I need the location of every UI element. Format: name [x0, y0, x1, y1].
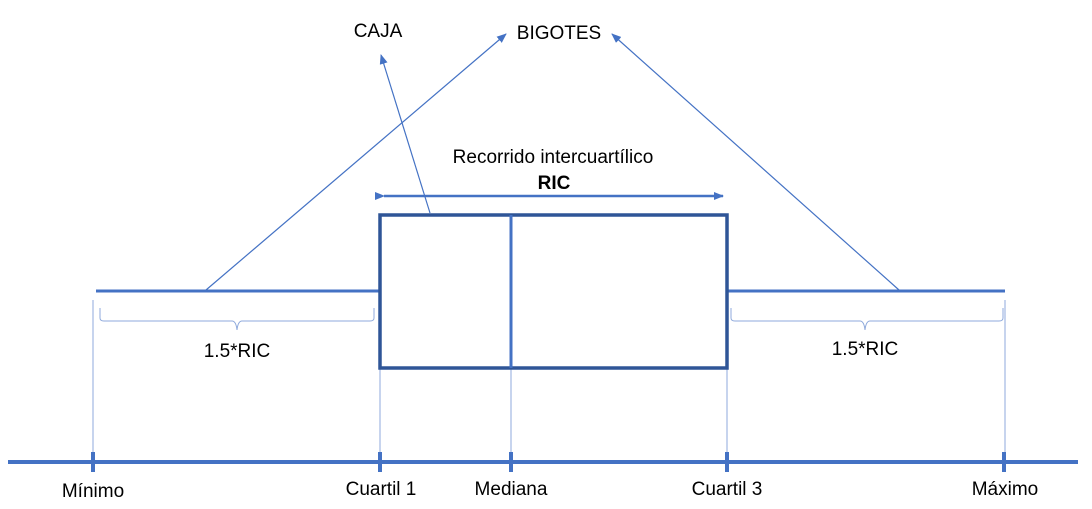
- axis-ticks: [91, 452, 1006, 472]
- box: [378, 213, 729, 370]
- maximo-label: Máximo: [972, 479, 1039, 500]
- recorrido-label: Recorrido intercuartílico: [453, 147, 654, 168]
- cuartil3-label: Cuartil 3: [692, 479, 763, 500]
- guide-lines: [92, 300, 1006, 462]
- right-range-label: 1.5*RIC: [832, 339, 899, 360]
- bigotes-left-pointer-arrow: [205, 33, 507, 291]
- caja-pointer-arrow: [379, 54, 431, 214]
- cuartil1-label: Cuartil 1: [346, 479, 417, 500]
- right-brace: [730, 308, 1004, 331]
- mediana-label: Mediana: [475, 479, 548, 500]
- left-range-label: 1.5*RIC: [204, 341, 271, 362]
- minimo-label: Mínimo: [62, 481, 124, 502]
- bigotes-label: BIGOTES: [517, 23, 601, 44]
- bigotes-right-pointer-arrow: [611, 33, 900, 291]
- ric-label: RIC: [538, 173, 571, 194]
- caja-label: CAJA: [354, 21, 403, 42]
- left-brace: [99, 308, 375, 331]
